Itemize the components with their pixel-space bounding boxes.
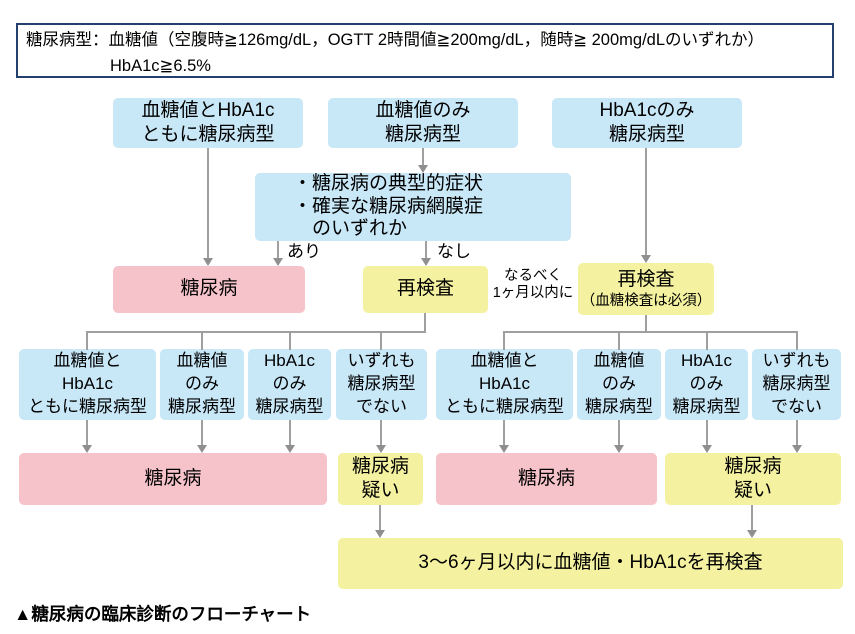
recheck-glucose-title: 再検査 — [617, 269, 675, 291]
arrowhead-suspect-right-to-final — [747, 530, 757, 538]
connector-suspect-left-to-final — [379, 505, 381, 531]
connector-right-stub-4 — [796, 331, 798, 350]
connector-right-drop-1 — [503, 420, 505, 446]
node-right-result-4: いずれも 糖尿病型 でない — [752, 349, 841, 420]
node-right-result-3: HbA1c のみ 糖尿病型 — [665, 349, 748, 420]
connector-left-distribution — [86, 331, 426, 333]
node-recheck: 再検査 — [363, 266, 488, 313]
node-diabetes-right: 糖尿病 — [436, 453, 657, 505]
connector-nashi — [425, 241, 427, 259]
node-recheck-glucose: 再検査 （血糖検査は必須） — [578, 263, 714, 315]
definition-line-2: HbA1c≧6.5% — [110, 56, 211, 75]
connector-left-stub-2 — [201, 331, 203, 350]
connector-right-distribution — [503, 331, 798, 333]
arrowhead-both-to-diabetes — [203, 258, 213, 266]
arrowhead-ari — [273, 258, 283, 266]
connector-glucose-to-criteria — [422, 148, 424, 166]
arrowhead-left-drop-3 — [285, 445, 295, 453]
connector-left-drop-4 — [380, 420, 382, 446]
arrowhead-left-drop-4 — [376, 445, 386, 453]
node-right-result-1: 血糖値と HbA1c ともに糖尿病型 — [436, 349, 573, 420]
node-diabetes-top: 糖尿病 — [113, 266, 305, 313]
arrowhead-right-drop-1 — [499, 445, 509, 453]
arrowhead-right-drop-2 — [614, 445, 624, 453]
arrowhead-nashi — [421, 258, 431, 266]
flowchart-caption: ▲糖尿病の臨床診断のフローチャート — [14, 604, 312, 624]
node-both-type: 血糖値とHbA1c ともに糖尿病型 — [113, 98, 303, 148]
connector-ari — [277, 241, 279, 259]
node-left-result-1: 血糖値と HbA1c ともに糖尿病型 — [19, 349, 156, 420]
node-diabetes-left: 糖尿病 — [19, 453, 327, 505]
label-nashi: なし — [437, 242, 471, 261]
label-ari: あり — [287, 242, 321, 261]
connector-right-stub-1 — [503, 331, 505, 350]
arrowhead-left-drop-1 — [82, 445, 92, 453]
connector-left-drop-2 — [201, 420, 203, 446]
connector-suspect-right-to-final — [751, 505, 753, 531]
arrowhead-left-drop-2 — [197, 445, 207, 453]
recheck-glucose-note: （血糖検査は必須） — [580, 292, 712, 309]
connector-recheck-down — [424, 313, 426, 333]
connector-right-drop-4 — [796, 420, 798, 446]
connector-right-stub-3 — [706, 331, 708, 350]
connector-left-stub-3 — [289, 331, 291, 350]
node-left-result-2: 血糖値 のみ 糖尿病型 — [160, 349, 244, 420]
connector-right-drop-2 — [618, 420, 620, 446]
node-suspected-diabetes-right: 糖尿病 疑い — [665, 453, 841, 505]
connector-right-stub-2 — [618, 331, 620, 350]
node-left-result-4: いずれも 糖尿病型 でない — [336, 349, 427, 420]
arrowhead-glucose-to-criteria — [418, 165, 428, 173]
label-within-one-month: なるべく 1ヶ月以内に — [492, 268, 574, 302]
node-suspected-diabetes-left: 糖尿病 疑い — [338, 453, 423, 505]
connector-both-to-diabetes — [207, 148, 209, 258]
arrowhead-right-drop-3 — [702, 445, 712, 453]
definition-box: 糖尿病型：血糖値（空腹時≧126mg/dL，OGTT 2時間値≧200mg/dL… — [16, 23, 834, 78]
node-glucose-only-type: 血糖値のみ 糖尿病型 — [328, 98, 518, 148]
connector-left-stub-4 — [380, 331, 382, 350]
node-right-result-2: 血糖値 のみ 糖尿病型 — [577, 349, 661, 420]
node-symptom-criteria: ・糖尿病の典型的症状 ・確実な糖尿病網膜症 のいずれか — [255, 173, 571, 241]
node-hba1c-only-type: HbA1cのみ 糖尿病型 — [552, 98, 742, 148]
connector-right-drop-3 — [706, 420, 708, 446]
arrowhead-right-drop-4 — [792, 445, 802, 453]
node-final-recheck: 3〜6ヶ月以内に血糖値・HbA1cを再検査 — [338, 538, 843, 589]
definition-line-1: 糖尿病型：血糖値（空腹時≧126mg/dL，OGTT 2時間値≧200mg/dL… — [26, 31, 765, 49]
node-left-result-3: HbA1c のみ 糖尿病型 — [248, 349, 331, 420]
connector-left-stub-1 — [86, 331, 88, 350]
connector-left-drop-1 — [86, 420, 88, 446]
connector-hba1c-to-recheck2 — [645, 148, 647, 256]
connector-left-drop-3 — [289, 420, 291, 446]
connector-recheck2-down — [645, 315, 647, 333]
arrowhead-hba1c-to-recheck2 — [641, 255, 651, 263]
arrowhead-suspect-left-to-final — [375, 530, 385, 538]
